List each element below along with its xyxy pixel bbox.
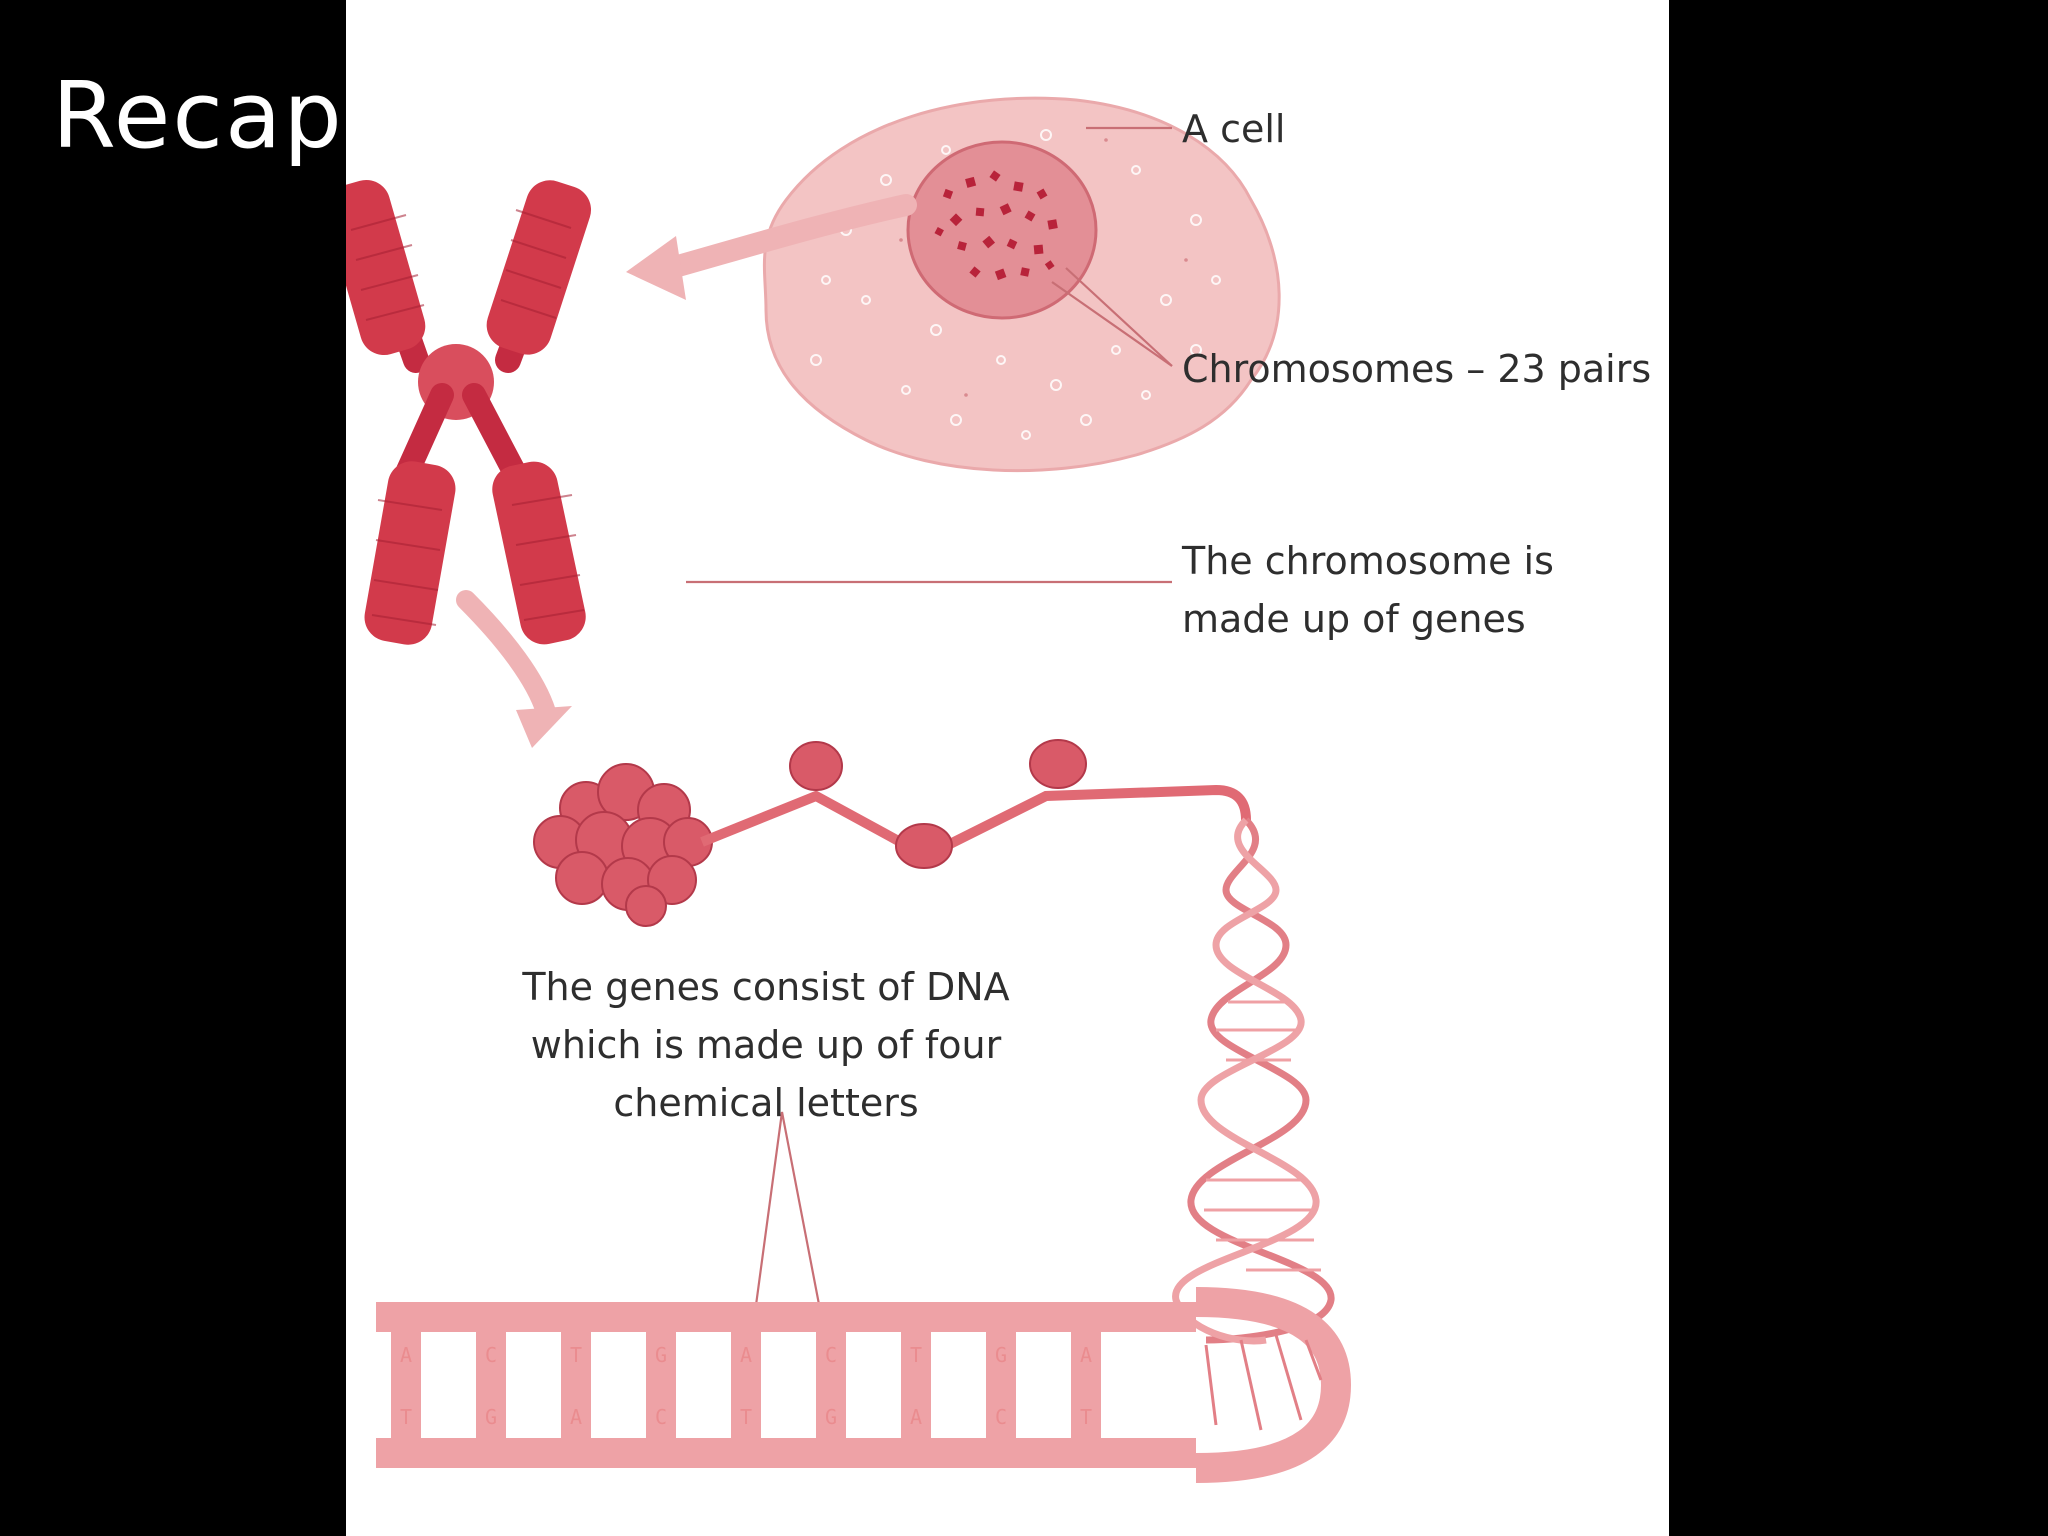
bottom-base-letter: T [1080, 1405, 1092, 1429]
top-base-letter: A [1080, 1343, 1092, 1367]
bottom-base-letter: T [400, 1405, 412, 1429]
gene-strand [533, 739, 1251, 927]
dna-rung [901, 1332, 931, 1438]
top-base-letter: T [910, 1343, 922, 1367]
chromosome-illustration [346, 179, 592, 645]
genes-dna-label: The genes consist of DNA which is made u… [501, 958, 1031, 1132]
dna-rung [816, 1332, 846, 1438]
top-base-letter: A [400, 1343, 412, 1367]
dna-rung [476, 1332, 506, 1438]
dna-rung [986, 1332, 1016, 1438]
chromosomes-label: Chromosomes – 23 pairs [1182, 347, 1652, 391]
arrow-cell-to-chromosome [626, 194, 917, 300]
top-base-letter: T [570, 1343, 582, 1367]
bottom-base-letter: A [910, 1405, 922, 1429]
chromosome-genes-line-2: made up of genes [1182, 597, 1526, 641]
dna-rung [391, 1332, 421, 1438]
chromosome-genes-line-1: The chromosome is [1182, 539, 1554, 583]
dna-ladder: A C T G A C T G A T G A C T G A C T [376, 1287, 1352, 1483]
bottom-base-letter: C [655, 1405, 667, 1429]
dna-rung [731, 1332, 761, 1438]
slide-title: Recap [52, 62, 344, 169]
bottom-base-letter: G [485, 1405, 497, 1429]
bottom-base-letter: T [740, 1405, 752, 1429]
diagram-panel: A C T G A C T G A T G A C T G A C T A cell Chromosomes –… [346, 0, 1669, 1536]
genes-dna-line-1: The genes consist of DNA [522, 965, 1010, 1009]
leader-lines [686, 126, 1173, 1321]
top-base-letter: C [485, 1343, 497, 1367]
bottom-base-letter: C [995, 1405, 1007, 1429]
dna-rung [561, 1332, 591, 1438]
dna-rung [1071, 1332, 1101, 1438]
dna-double-helix [1172, 817, 1335, 1345]
genes-dna-line-2: which is made up of four [530, 1023, 1002, 1067]
genetics-diagram: A C T G A C T G A T G A C T G A C T [346, 96, 1352, 1483]
top-base-letter: G [995, 1343, 1007, 1367]
chromosome-genes-label: The chromosome is made up of genes [1182, 532, 1554, 648]
arrow-chromosome-to-genes [456, 590, 572, 748]
bottom-base-letter: G [825, 1405, 837, 1429]
cell-label: A cell [1182, 107, 1286, 151]
dna-rung [646, 1332, 676, 1438]
nucleus [906, 140, 1098, 320]
dna-rungs [391, 1332, 1101, 1438]
top-base-letter: C [825, 1343, 837, 1367]
bottom-base-letter: A [570, 1405, 582, 1429]
top-base-letter: A [740, 1343, 752, 1367]
genes-dna-line-3: chemical letters [613, 1081, 919, 1125]
top-base-letter: G [655, 1343, 667, 1367]
